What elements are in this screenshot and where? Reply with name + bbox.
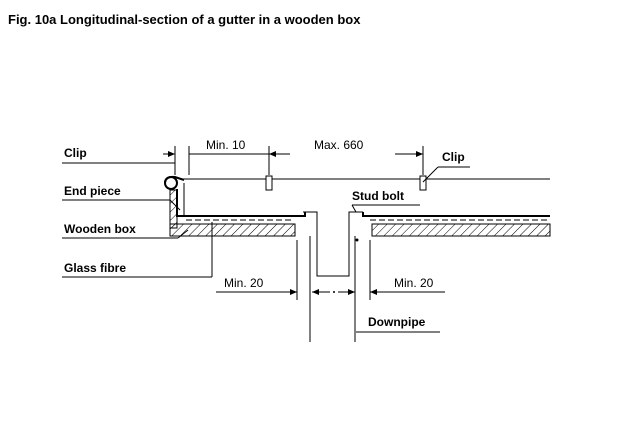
gutter-sheet-left xyxy=(184,212,306,217)
label-clip-left: Clip xyxy=(64,146,87,160)
dim-min20-left: Min. 20 xyxy=(224,276,264,290)
gutter-sheet-right xyxy=(362,212,550,217)
dim-min20-right: Min. 20 xyxy=(394,276,434,290)
clip-bracket-1 xyxy=(265,175,273,191)
figure-title: Fig. 10a Longitudinal-section of a gutte… xyxy=(8,12,361,27)
dim-max660: Max. 660 xyxy=(314,138,364,152)
label-wooden-box: Wooden box xyxy=(64,222,136,236)
label-clip-right: Clip xyxy=(442,150,465,164)
label-stud-bolt: Stud bolt xyxy=(352,189,404,203)
wooden-box-right-slab xyxy=(371,223,551,237)
wooden-box-left-leg xyxy=(169,189,178,229)
end-piece-shape xyxy=(176,189,184,217)
wooden-box-left-slab xyxy=(169,223,296,237)
clip-bracket-2 xyxy=(419,175,427,191)
label-downpipe: Downpipe xyxy=(368,315,426,329)
left-clip-shape xyxy=(164,175,185,190)
leader-clip-right xyxy=(422,166,439,183)
label-end-piece: End piece xyxy=(64,184,121,198)
dim-min10: Min. 10 xyxy=(206,138,246,152)
stud-bolt-marker xyxy=(355,238,359,242)
outlet-walls xyxy=(303,211,363,277)
label-glass-fibre: Glass fibre xyxy=(64,261,126,275)
